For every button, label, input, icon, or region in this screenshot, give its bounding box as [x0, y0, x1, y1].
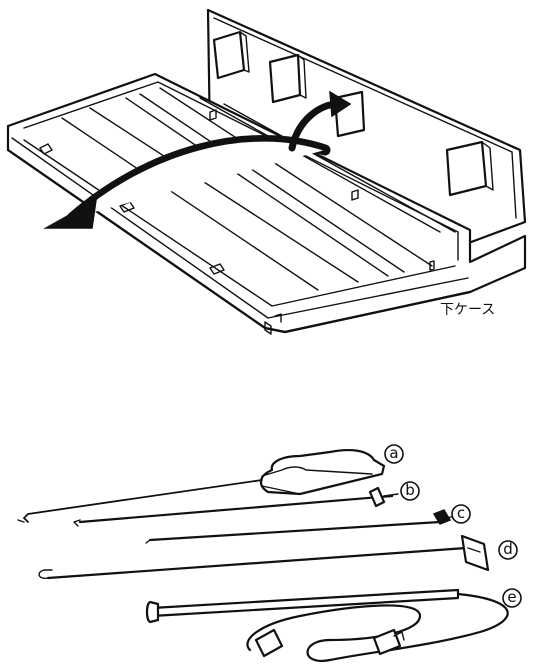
part-label-c: c [451, 504, 471, 524]
pedal-part [17, 449, 386, 523]
rod-c [145, 509, 457, 544]
case-label: 下ケース [440, 302, 495, 318]
svg-text:e: e [507, 588, 516, 606]
lower-case-drawing [6, 8, 527, 335]
lid-block-4 [445, 140, 488, 197]
svg-text:d: d [503, 540, 513, 558]
part-label-d: d [498, 540, 518, 560]
part-label-a: a [384, 444, 404, 464]
unfold-arrows [43, 90, 352, 229]
svg-text:a: a [389, 444, 398, 462]
lid-block-1 [212, 30, 246, 80]
rod-b [73, 486, 399, 527]
svg-text:b: b [405, 481, 415, 499]
cable-e [145, 588, 509, 662]
lid-block-2 [268, 53, 302, 104]
large-arrow-head [43, 198, 97, 229]
accessory-parts [17, 449, 509, 662]
part-label-e: e [502, 588, 522, 608]
small-arrow-head [329, 90, 352, 118]
part-label-b: b [400, 481, 420, 501]
rod-d [38, 534, 490, 580]
svg-text:c: c [457, 504, 465, 522]
